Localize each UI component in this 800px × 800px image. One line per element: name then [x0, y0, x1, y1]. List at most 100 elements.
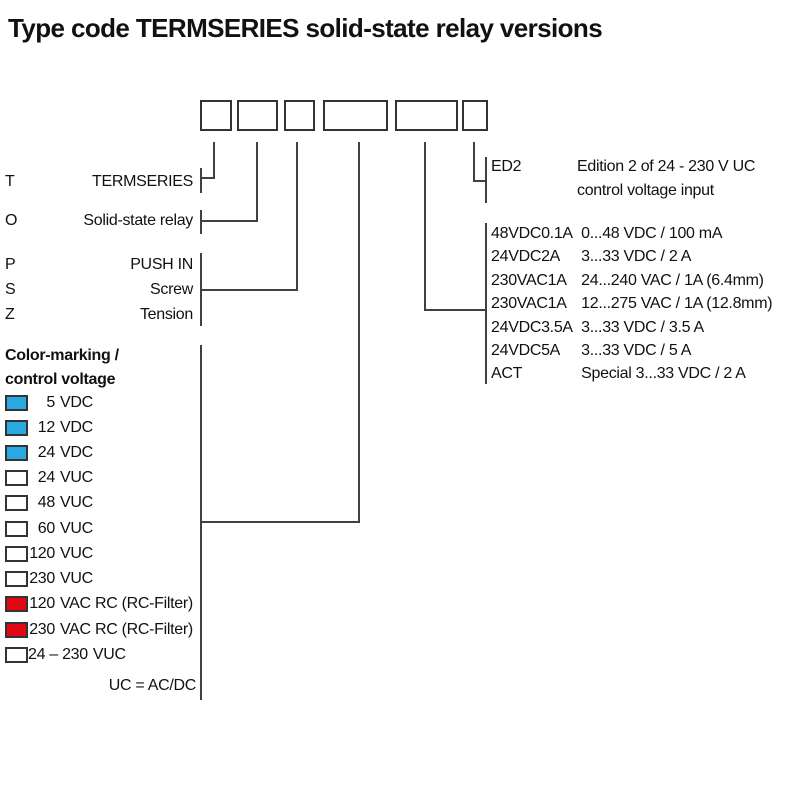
voltage-number: 230: [29, 570, 55, 587]
type-code-box-1: [200, 100, 232, 131]
connector-solid-state-relay: [200, 220, 258, 222]
rating-description: 0...48 VDC / 100 mA: [581, 225, 723, 242]
voltage-unit: VDC: [60, 419, 93, 436]
rating-description: Special 3...33 VDC / 2 A: [581, 365, 746, 382]
color-swatch: [5, 420, 28, 436]
voltage-unit: VUC: [60, 469, 93, 486]
row-edition: ED2 Edition 2 of 24 - 230 V UC control v…: [491, 155, 755, 203]
edition-description: Edition 2 of 24 - 230 V UC control volta…: [577, 155, 755, 203]
code-letter-s: S: [5, 281, 16, 298]
code-letter-t: T: [5, 173, 15, 190]
edition-code: ED2: [491, 158, 522, 175]
voltage-number: 12: [37, 419, 56, 436]
code-label-termseries: TERMSERIES: [91, 173, 193, 190]
row-push-in: P PUSH IN: [5, 256, 193, 274]
uc-footnote: UC = AC/DC: [108, 677, 197, 694]
voltage-unit: VDC: [60, 394, 93, 411]
code-letter-p: P: [5, 256, 16, 273]
code-label-tension: Tension: [139, 306, 193, 323]
voltage-unit: VUC: [60, 545, 93, 562]
voltage-number: 120: [29, 595, 55, 612]
voltage-unit: VUC: [60, 520, 93, 537]
color-swatch: [5, 622, 28, 638]
row-solid-state-relay: O Solid-state relay: [5, 212, 193, 230]
type-code-box-4: [323, 100, 388, 131]
color-swatch: [5, 445, 28, 461]
code-label-push-in: PUSH IN: [130, 256, 193, 273]
code-label-screw: Screw: [150, 281, 193, 298]
rating-description: 3...33 VDC / 3.5 A: [581, 319, 704, 336]
rating-row-24vdc35a: 24VDC3.5A 3...33 VDC / 3.5 A: [491, 319, 704, 337]
drop-line-box-3: [296, 142, 298, 291]
rating-code: 230VAC1A: [491, 295, 567, 312]
rating-description: 24...240 VAC / 1A (6.4mm): [581, 272, 764, 289]
voltage-number: 24: [37, 469, 56, 486]
tick-termseries: [200, 168, 202, 193]
type-code-box-2: [237, 100, 278, 131]
voltage-unit: VAC RC (RC-Filter): [60, 595, 193, 612]
rating-row-230vac1a-64: 230VAC1A 24...240 VAC / 1A (6.4mm): [491, 272, 764, 290]
code-label-solid-state-relay: Solid-state relay: [83, 212, 193, 229]
drop-line-box-1: [213, 142, 215, 179]
rating-code: 24VDC3.5A: [491, 319, 573, 336]
color-row-12vdc: 12 VDC: [5, 419, 93, 437]
voltage-number: 120: [29, 545, 55, 562]
connector-color-marking: [200, 521, 360, 523]
voltage-number: 24: [37, 444, 56, 461]
drop-line-box-5: [424, 142, 426, 311]
rating-description: 3...33 VDC / 2 A: [581, 248, 692, 265]
type-code-box-5: [395, 100, 458, 131]
edition-description-line-2: control voltage input: [577, 182, 714, 199]
color-row-24vuc: 24 VUC: [5, 469, 93, 487]
type-code-box-3: [284, 100, 315, 131]
row-tension: Z Tension: [5, 306, 193, 324]
rating-description: 12...275 VAC / 1A (12.8mm): [581, 295, 773, 312]
rating-code: ACT: [491, 365, 523, 382]
voltage-number: 60: [37, 520, 56, 537]
drop-line-box-6: [473, 142, 475, 182]
color-row-5vdc: 5 VDC: [5, 394, 93, 412]
code-letter-o: O: [5, 212, 18, 229]
color-marking-heading: Color-marking / control voltage: [5, 344, 119, 392]
rating-row-24vdc5a: 24VDC5A 3...33 VDC / 5 A: [491, 342, 691, 360]
type-code-box-6: [462, 100, 488, 131]
code-letter-z: Z: [5, 306, 15, 323]
color-swatch: [5, 596, 28, 612]
voltage-unit: VUC: [60, 494, 93, 511]
row-termseries: T TERMSERIES: [5, 173, 193, 191]
voltage-number: 5: [46, 394, 55, 411]
rating-row-48vdc01a: 48VDC0.1A 0...48 VDC / 100 mA: [491, 225, 723, 243]
page-title: Type code TERMSERIES solid-state relay v…: [8, 13, 603, 43]
rating-code: 24VDC5A: [491, 342, 561, 359]
voltage-number: 24 – 230: [28, 646, 88, 663]
rating-row-24vdc2a: 24VDC2A 3...33 VDC / 2 A: [491, 248, 691, 266]
rating-code: 24VDC2A: [491, 248, 561, 265]
color-row-230vuc: 230 VUC: [5, 570, 93, 588]
row-screw: S Screw: [5, 281, 193, 299]
voltage-unit: VUC: [92, 646, 126, 663]
color-marking-heading-line-2: control voltage: [5, 371, 116, 388]
drop-line-box-2: [256, 142, 258, 222]
color-row-120vuc: 120 VUC: [5, 545, 93, 563]
tick-ratings: [485, 223, 487, 384]
color-row-24-230vuc: 24 – 230 VUC: [5, 646, 126, 664]
color-swatch: [5, 571, 28, 587]
color-row-120vac-rc: 120 VAC RC (RC-Filter): [5, 595, 193, 613]
color-marking-heading-line-1: Color-marking /: [5, 347, 119, 364]
rating-row-act: ACT Special 3...33 VDC / 2 A: [491, 365, 746, 383]
voltage-unit: VDC: [60, 444, 93, 461]
color-swatch: [5, 521, 28, 537]
voltage-unit: VUC: [60, 570, 93, 587]
connector-termseries: [200, 177, 215, 179]
edition-description-line-1: Edition 2 of 24 - 230 V UC: [577, 158, 756, 175]
rating-code: 230VAC1A: [491, 272, 567, 289]
color-swatch: [5, 395, 28, 411]
voltage-unit: VAC RC (RC-Filter): [60, 621, 193, 638]
voltage-number: 230: [29, 621, 55, 638]
color-row-24vdc: 24 VDC: [5, 444, 93, 462]
rating-description: 3...33 VDC / 5 A: [581, 342, 692, 359]
rating-code: 48VDC0.1A: [491, 225, 573, 242]
color-row-60vuc: 60 VUC: [5, 520, 93, 538]
voltage-number: 48: [37, 494, 56, 511]
